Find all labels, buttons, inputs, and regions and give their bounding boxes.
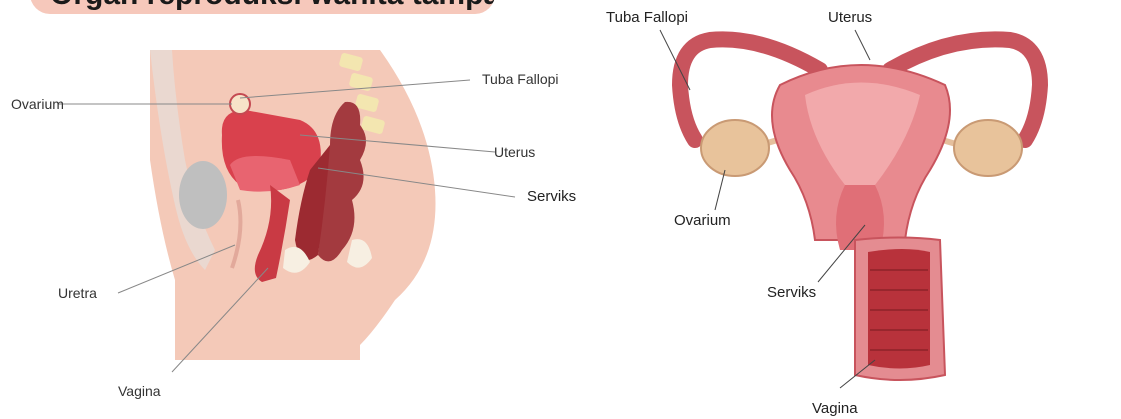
front-view-illustration	[600, 0, 1121, 419]
side-label-uterus: Uterus	[494, 145, 535, 159]
front-label-ovarium: Ovarium	[674, 213, 731, 228]
side-label-uretra: Uretra	[58, 286, 97, 300]
front-label-serviks: Serviks	[767, 285, 816, 300]
front-label-vagina: Vagina	[812, 401, 858, 416]
side-label-tuba-fallopi: Tuba Fallopi	[482, 72, 559, 86]
side-label-vagina: Vagina	[118, 384, 161, 398]
front-label-tuba-fallopi: Tuba Fallopi	[606, 10, 688, 25]
side-label-ovarium: Ovarium	[11, 97, 64, 111]
side-label-serviks: Serviks	[527, 189, 576, 204]
front-label-uterus: Uterus	[828, 10, 872, 25]
side-view-illustration	[0, 0, 600, 419]
